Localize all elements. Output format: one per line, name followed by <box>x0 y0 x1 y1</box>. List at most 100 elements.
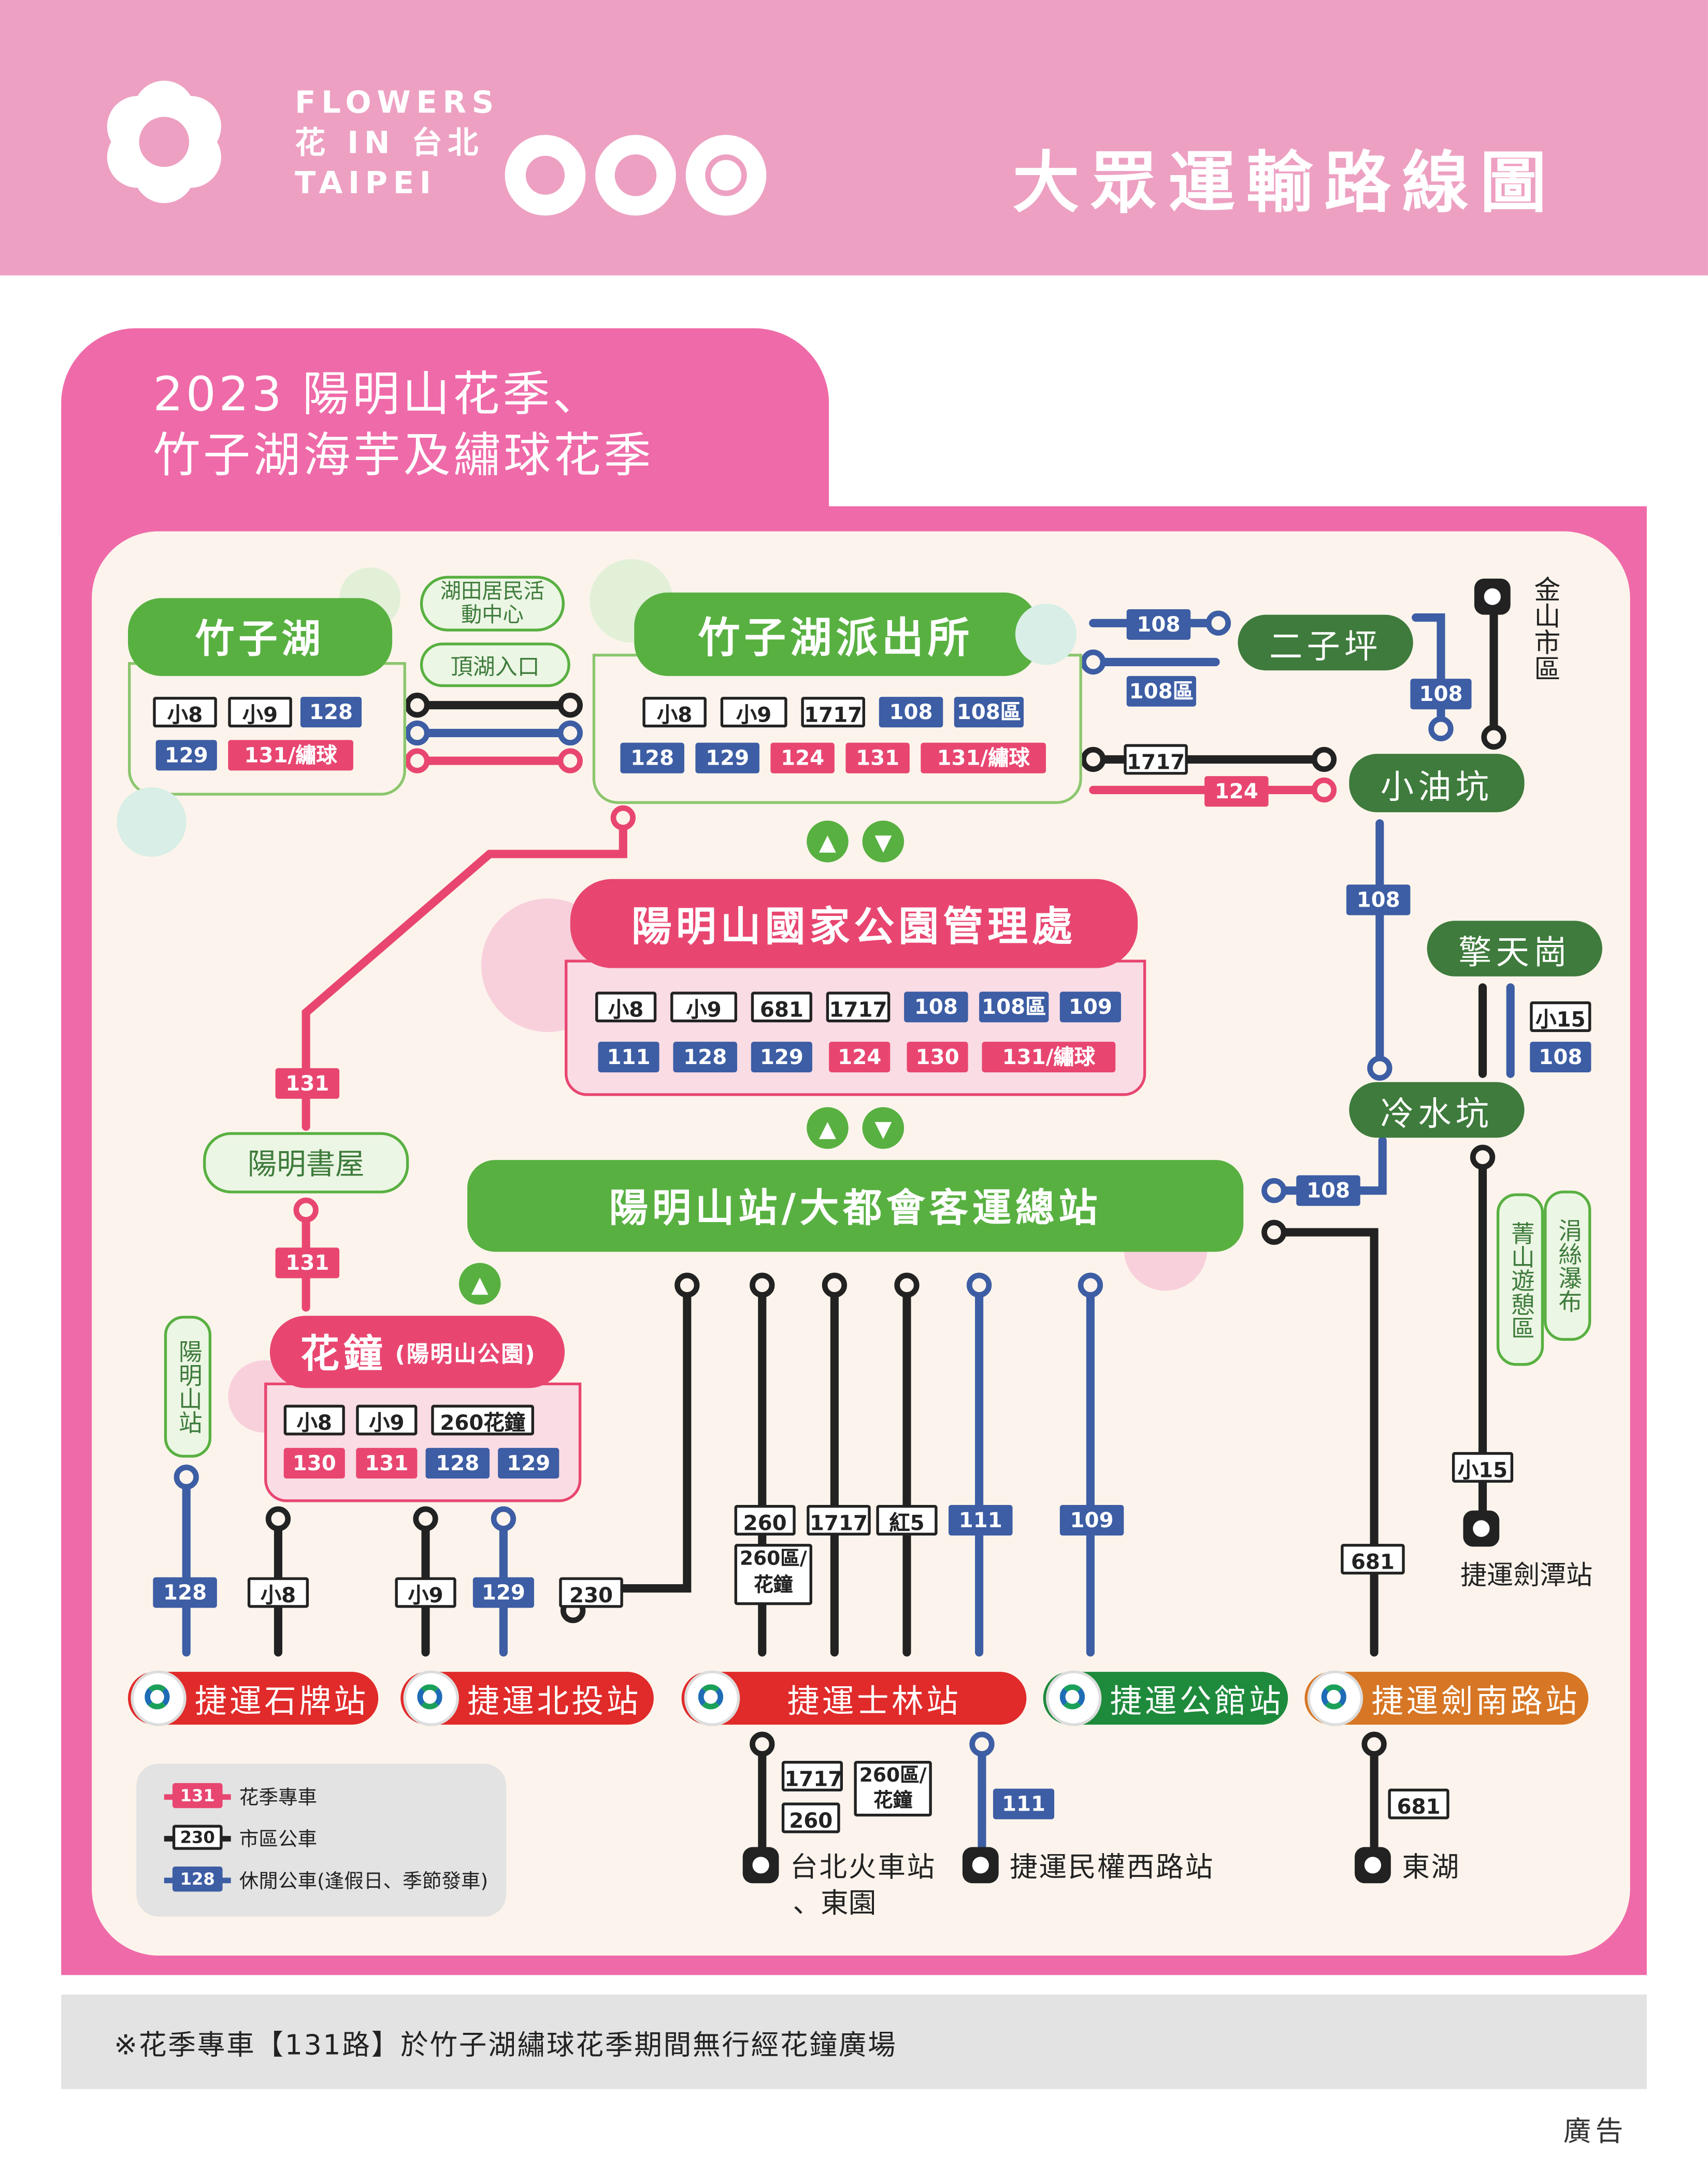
bus-stop-icon <box>1474 578 1511 615</box>
route-tag: 681 <box>751 992 812 1023</box>
route-tag: 111 <box>949 1504 1013 1536</box>
dinghu-stop: 頂湖入口 <box>420 642 570 687</box>
route-tag: 111 <box>993 1788 1055 1819</box>
note-text: ※花季專車【131路】於竹子湖繡球花季期間無行經花鐘廣場 <box>114 2028 897 2061</box>
mrt-label: 捷運石牌站 <box>194 1684 369 1721</box>
jinshan-stop: 金山市區 <box>1530 576 1561 682</box>
clock-hub-title: 花鐘 (陽明山公園) <box>269 1315 565 1388</box>
route-tag: 260區/花鐘 <box>734 1544 812 1605</box>
route-tag: 108 <box>1530 1041 1591 1072</box>
mrt-label: 捷運北投站 <box>467 1684 641 1721</box>
route-tag: 129 <box>695 742 759 773</box>
route-tag: 131 <box>845 742 910 773</box>
logo-line-3: TAIPEI <box>295 167 437 202</box>
police-hub-title: 竹子湖派出所 <box>634 592 1038 676</box>
bus-stop-icon <box>742 1846 779 1883</box>
route-tag: 230 <box>559 1577 623 1608</box>
route-tag: 紅5 <box>876 1504 938 1536</box>
park-hq-routes-box <box>565 959 1146 1096</box>
legend-label: 花季專車 <box>239 1787 318 1810</box>
legend-label: 休閒公車(逢假日、季節發車) <box>239 1871 489 1893</box>
jiantan-stop <box>1463 1510 1510 1547</box>
bus-stop-icon <box>962 1846 999 1883</box>
route-tag: 1717 <box>781 1760 843 1792</box>
route-tag: 124 <box>829 1041 891 1072</box>
donghu-label: 東湖 <box>1402 1849 1461 1884</box>
route-tag: 131/繡球 <box>228 740 353 771</box>
route-tag: 128 <box>300 697 362 728</box>
route-tag: 108區 <box>1126 676 1196 707</box>
mrt-logo-icon <box>131 1670 186 1726</box>
legend-tag: 131 <box>172 1783 223 1809</box>
zhuzihu-hub-title: 竹子湖 <box>128 598 393 676</box>
bus-stop-icon <box>1354 1846 1391 1883</box>
route-tag: 131/繡球 <box>921 742 1046 773</box>
route-tag: 小9 <box>228 697 292 728</box>
route-tag: 681 <box>1341 1544 1405 1575</box>
legend-tag: 128 <box>172 1867 223 1892</box>
map-title-line-1: 2023 陽明山花季、 <box>153 367 603 423</box>
flower-badge-icon <box>117 787 186 857</box>
route-tag: 1717 <box>1124 744 1188 775</box>
mrt-logo-icon <box>684 1670 740 1726</box>
terminal-hub-title: 陽明山站/大都會客運總站 <box>467 1160 1244 1252</box>
zhuzihu-routes-box <box>128 662 406 796</box>
route-tag: 108區 <box>954 697 1024 728</box>
map-title: 2023 陽明山花季、 竹子湖海芋及繡球花季 <box>153 364 654 486</box>
dongyuan-label: 、東園 <box>793 1886 877 1920</box>
route-tag: 小9 <box>670 992 737 1023</box>
mrt-beitou: 捷運北投站 <box>400 1670 654 1726</box>
route-tag: 1717 <box>801 697 865 728</box>
minquan-stop: 捷運民權西路站 <box>962 1844 1214 1885</box>
legend: 131 花季專車 230 市區公車 128 休閒公車(逢假日、季節發車) <box>136 1763 507 1917</box>
route-tag: 260 <box>781 1802 840 1833</box>
donghu-stop: 東湖 <box>1354 1844 1461 1885</box>
hutian-stop: 湖田居民活動中心 <box>420 576 565 632</box>
logo-line-2: 花 IN 台北 <box>295 126 484 162</box>
mrt-shilin: 捷運士林站 <box>681 1670 1027 1726</box>
erziping-stop: 二子坪 <box>1238 614 1413 671</box>
route-tag: 108 <box>904 992 968 1023</box>
route-tag: 小8 <box>642 697 707 728</box>
route-tag: 260區/花鐘 <box>854 1760 932 1817</box>
route-tag: 108 <box>879 697 943 728</box>
note-bar <box>61 1995 1647 2089</box>
mrt-label: 捷運公館站 <box>1110 1684 1284 1721</box>
route-tag: 131 <box>275 1068 340 1099</box>
route-tag: 128 <box>153 1577 217 1608</box>
legend-label: 市區公車 <box>239 1829 318 1852</box>
page-title: 大眾運輸路線圖 <box>1012 145 1558 223</box>
route-tag: 108 <box>1126 609 1191 640</box>
minquan-label: 捷運民權西路站 <box>1010 1849 1214 1884</box>
map-title-line-2: 竹子湖海芋及繡球花季 <box>153 428 654 484</box>
mrt-jiannan: 捷運劍南路站 <box>1304 1670 1589 1726</box>
qingtiangang-stop: 擎天崗 <box>1427 921 1602 977</box>
route-tag: 260 <box>734 1504 796 1536</box>
route-tag: 260花鐘 <box>431 1404 534 1436</box>
bus-stop-icon <box>1463 1510 1500 1547</box>
mrt-logo-icon <box>403 1670 459 1726</box>
route-tag: 124 <box>1204 776 1269 807</box>
route-tag: 128 <box>425 1447 490 1479</box>
route-tag: 小15 <box>1530 1001 1591 1032</box>
up-arrow-icon: ▲ <box>807 821 849 863</box>
logo-line-1: FLOWERS <box>295 86 499 121</box>
mrt-logo-icon <box>1045 1670 1102 1726</box>
logo-text: FLOWERS 花 IN 台北 TAIPEI <box>295 83 499 205</box>
map-title-tab <box>61 328 829 537</box>
down-arrow-icon: ▼ <box>862 1107 905 1149</box>
route-tag: 1717 <box>807 1504 871 1536</box>
flower-logo-icon <box>107 80 221 203</box>
flower-badge-icon <box>1015 604 1077 665</box>
route-tag: 131/繡球 <box>982 1041 1116 1072</box>
route-tag: 109 <box>1059 992 1121 1023</box>
route-tag: 129 <box>155 740 217 771</box>
shuwu-stop: 陽明書屋 <box>203 1132 409 1194</box>
route-tag: 小8 <box>153 697 217 728</box>
route-tag: 108區 <box>979 992 1049 1023</box>
header-banner <box>0 0 1708 276</box>
route-tag: 111 <box>598 1041 659 1072</box>
route-tag: 小9 <box>356 1404 418 1436</box>
qingshan-stop: 菁山遊憩區 <box>1496 1193 1544 1366</box>
xiaoyoukeng-stop: 小油坑 <box>1349 754 1525 812</box>
